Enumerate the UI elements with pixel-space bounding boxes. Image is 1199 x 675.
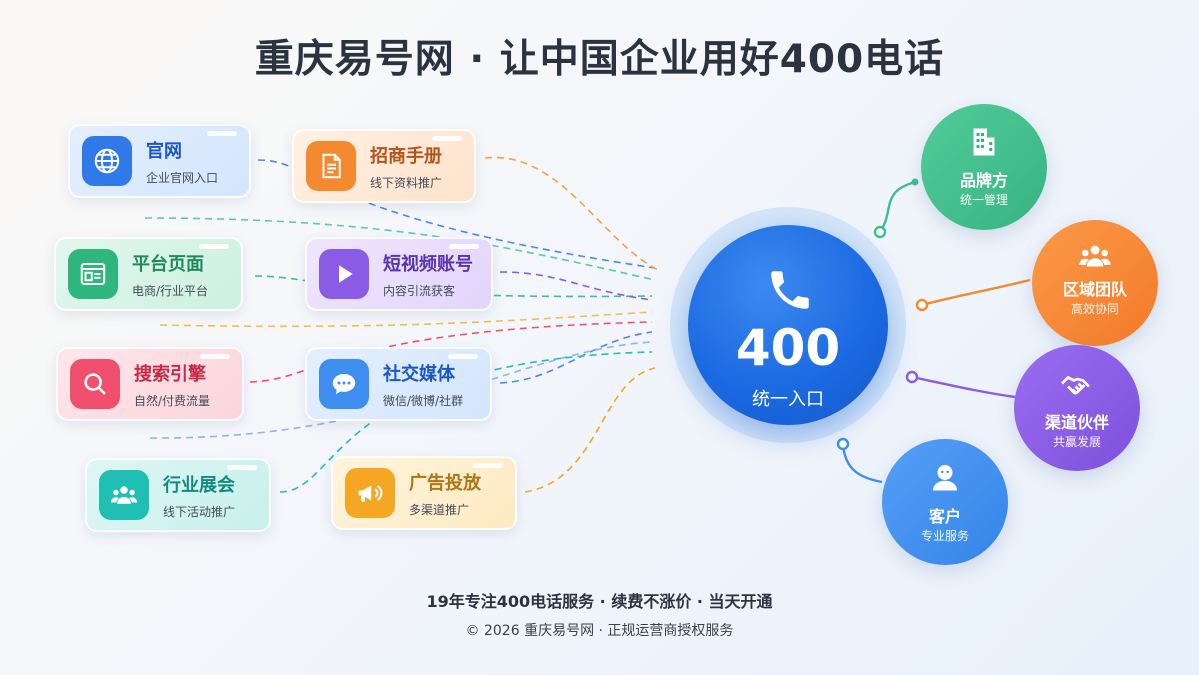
target-title: 品牌方 — [959, 171, 1008, 190]
flow-line — [484, 156, 659, 271]
flow-line — [499, 331, 653, 384]
source-card-search[interactable]: 搜索引擎 自然/付费流量 — [56, 347, 244, 421]
building-icon — [973, 128, 995, 156]
card-title: 官网 — [146, 140, 182, 162]
target-regional-team[interactable]: 区域团队 高效协同 — [1032, 220, 1158, 346]
target-title: 客户 — [928, 507, 961, 526]
link-line-partner — [911, 375, 1016, 399]
source-card-platform[interactable]: 平台页面 电商/行业平台 — [54, 237, 243, 311]
card-title: 短视频账号 — [383, 253, 473, 275]
footer-copyright: © 2026 重庆易号网 · 正规运营商授权服务 — [465, 623, 734, 639]
card-subtitle: 自然/付费流量 — [134, 393, 211, 408]
document-icon — [306, 141, 356, 191]
card-title: 行业展会 — [163, 474, 235, 496]
source-card-exhibition[interactable]: 行业展会 线下活动推广 — [85, 458, 271, 532]
source-card-website[interactable]: 官网 企业官网入口 — [68, 124, 251, 198]
target-subtitle: 共赢发展 — [1052, 435, 1101, 449]
link-line-brand — [879, 180, 916, 233]
card-subtitle: 内容引流获客 — [383, 283, 456, 298]
handshake-icon — [1061, 375, 1090, 395]
team-icon — [1079, 245, 1111, 267]
target-title: 区域团队 — [1062, 280, 1127, 299]
target-customer[interactable]: 客户 专业服务 — [882, 439, 1008, 565]
phone-icon — [771, 271, 809, 309]
chat-bubble-icon — [319, 359, 369, 409]
card-title: 招商手册 — [370, 145, 442, 167]
flow-line — [279, 351, 653, 493]
flow-line — [499, 271, 653, 301]
source-card-short-video[interactable]: 短视频账号 内容引流获客 — [305, 237, 493, 311]
target-subtitle: 专业服务 — [920, 529, 969, 543]
card-title: 平台页面 — [132, 253, 204, 275]
target-subtitle: 统一管理 — [959, 193, 1008, 207]
flow-line — [524, 367, 656, 493]
hub-400: 400 统一入口 — [670, 207, 906, 443]
hub-label: 统一入口 — [752, 389, 824, 410]
page-title: 重庆易号网 · 让中国企业用好400电话 — [254, 37, 945, 82]
card-subtitle: 企业官网入口 — [146, 170, 219, 185]
card-subtitle: 线下资料推广 — [370, 175, 443, 190]
people-group-icon — [99, 470, 149, 520]
source-card-advertising[interactable]: 广告投放 多渠道推广 — [331, 456, 517, 530]
flow-line — [159, 311, 653, 328]
megaphone-icon — [345, 468, 395, 518]
flow-line — [149, 341, 653, 439]
card-subtitle: 多渠道推广 — [409, 502, 470, 517]
card-subtitle: 微信/微博/社群 — [383, 393, 464, 408]
play-icon — [319, 249, 369, 299]
card-title: 广告投放 — [409, 472, 481, 494]
user-icon — [933, 465, 957, 491]
card-title: 搜索引擎 — [134, 363, 206, 385]
target-subtitle: 高效协同 — [1070, 302, 1119, 316]
target-title: 渠道伙伴 — [1044, 413, 1109, 432]
target-channel-partner[interactable]: 渠道伙伴 共赢发展 — [1014, 345, 1140, 471]
source-card-social[interactable]: 社交媒体 微信/微博/社群 — [305, 347, 492, 421]
link-line-region — [921, 278, 1031, 307]
flow-line — [254, 275, 653, 298]
card-title: 社交媒体 — [383, 363, 455, 385]
search-icon — [70, 359, 120, 409]
target-brand[interactable]: 品牌方 统一管理 — [921, 104, 1047, 230]
hub-number: 400 — [735, 319, 841, 377]
card-subtitle: 线下活动推广 — [163, 504, 236, 519]
webpage-icon — [68, 249, 118, 299]
source-card-brochure[interactable]: 招商手册 线下资料推广 — [292, 129, 476, 203]
link-line-customer — [841, 443, 883, 484]
footer-tagline: 19年专注400电话服务 · 续费不涨价 · 当天开通 — [426, 592, 773, 611]
globe-icon — [82, 136, 132, 186]
card-subtitle: 电商/行业平台 — [132, 283, 209, 298]
